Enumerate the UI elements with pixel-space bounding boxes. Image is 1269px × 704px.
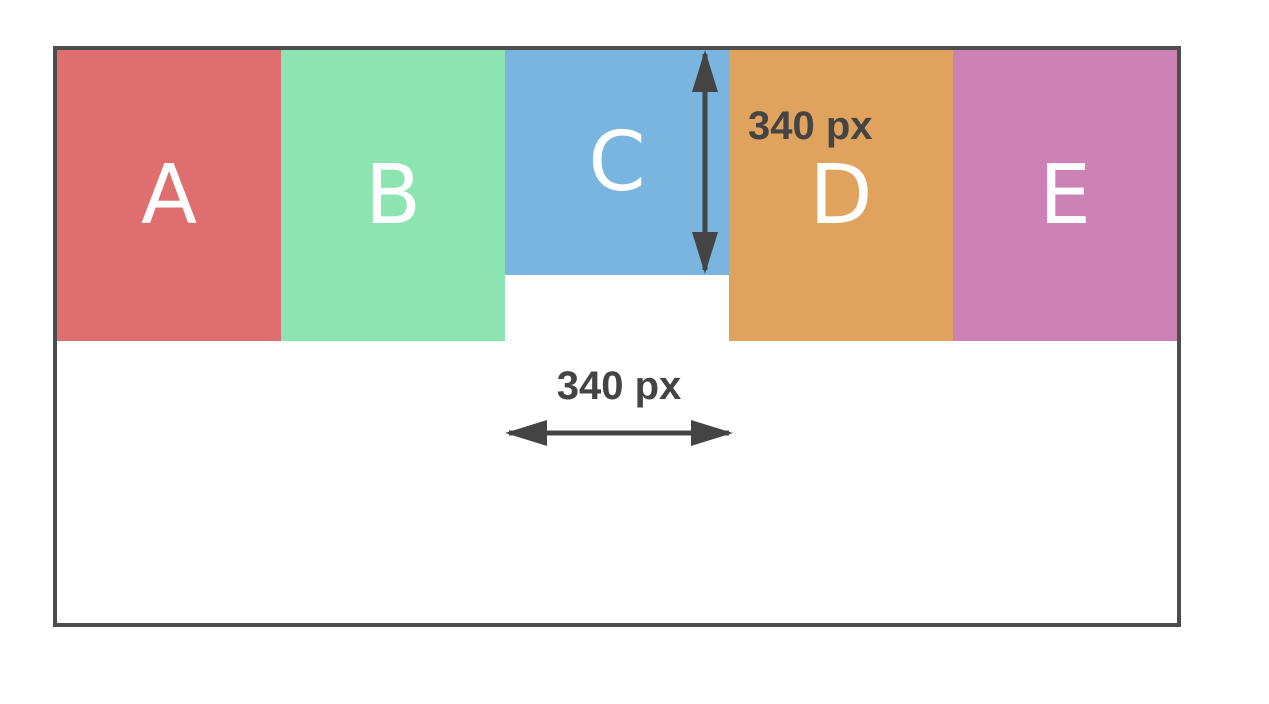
box-a: A: [57, 50, 281, 341]
vertical-dimension-arrow-icon: [692, 50, 718, 274]
horizontal-dimension-arrow-icon: [505, 420, 733, 446]
box-label: B: [364, 147, 422, 243]
box-d: D: [729, 50, 953, 341]
height-dimension-label: 340 px: [748, 104, 873, 148]
width-dimension-label: 340 px: [556, 364, 682, 408]
box-label: E: [1039, 147, 1091, 243]
box-c: C: [505, 50, 729, 275]
flex-container: A B C D E: [53, 46, 1181, 627]
box-label: A: [140, 147, 198, 243]
box-label: C: [588, 114, 646, 210]
box-label: D: [809, 147, 873, 243]
box-b: B: [281, 50, 505, 341]
box-e: E: [953, 50, 1177, 341]
